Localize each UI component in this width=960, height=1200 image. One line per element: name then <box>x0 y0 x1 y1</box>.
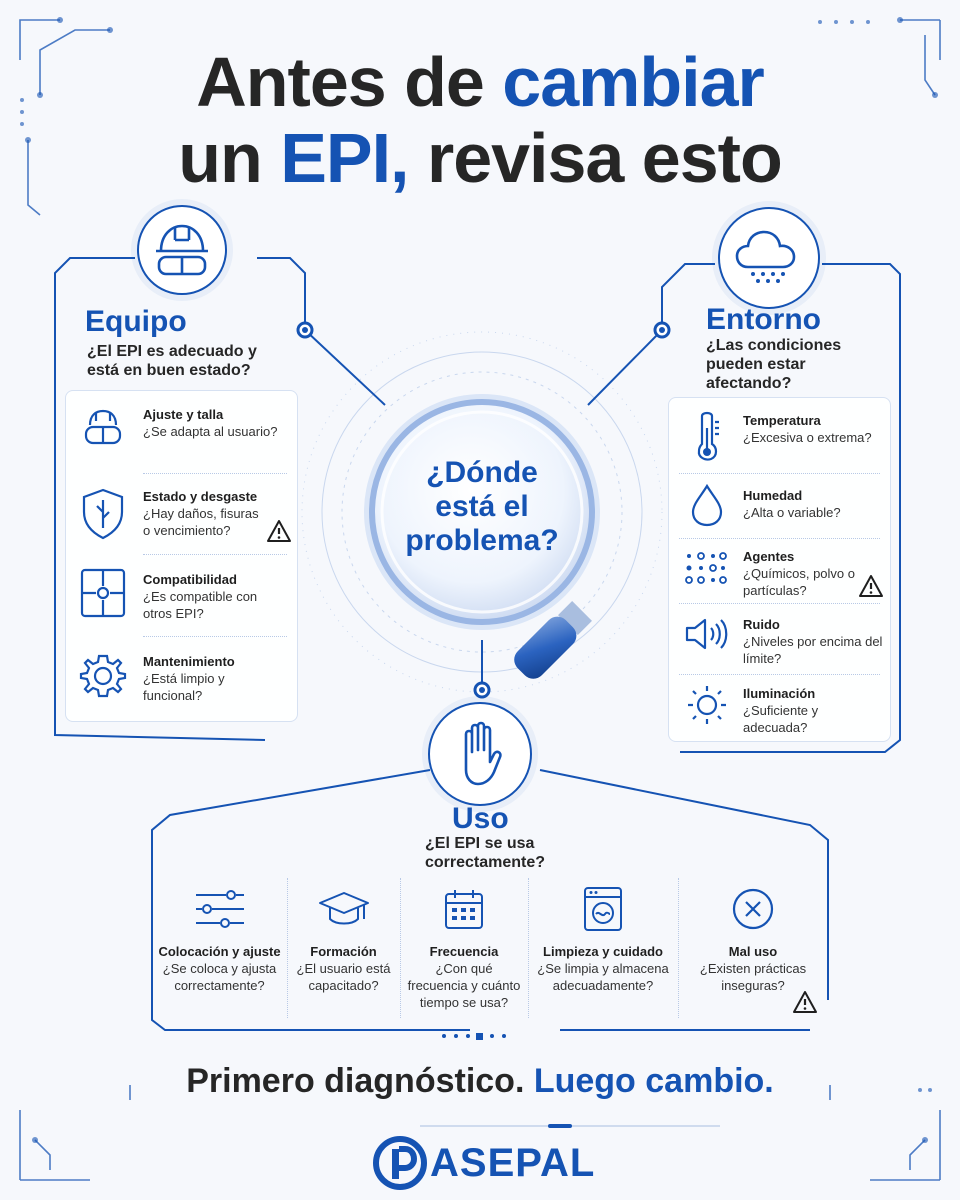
item-title: Estado y desgaste <box>143 489 258 504</box>
gear-icon <box>78 651 128 701</box>
item-title: Compatibilidad <box>143 572 237 587</box>
magnifying-glass-icon <box>364 394 600 679</box>
cloud-snow-icon <box>735 230 796 283</box>
item-title: Humedad <box>743 488 803 503</box>
sliders-icon <box>152 878 287 940</box>
item-title: Temperatura <box>743 413 821 428</box>
item-title: Iluminación <box>743 686 816 701</box>
title-line-1: Antes de cambiar <box>196 43 765 121</box>
item-title: Mantenimiento <box>143 654 235 669</box>
item-title: Limpieza y cuidado <box>543 944 663 959</box>
item-desc: ¿Químicos, polvo o partículas? <box>743 566 855 598</box>
uso-item: Mal uso ¿Existen prácticas inseguras? <box>678 878 828 994</box>
equipo-question: ¿El EPI es adecuado y está en buen estad… <box>87 343 257 379</box>
uso-item: Frecuencia ¿Con qué frecuencia y cuánto … <box>400 878 528 1011</box>
entorno-card: Temperatura ¿Excesiva o extrema? Humedad… <box>668 397 891 742</box>
item-desc: ¿Suficiente y adecuada? <box>743 703 819 735</box>
sun-icon <box>685 683 729 727</box>
helmet-icon-circle <box>137 205 227 295</box>
speaker-icon <box>683 614 729 654</box>
uso-item: Formación ¿El usuario está capacitado? <box>287 878 400 994</box>
center-question: ¿Dónde está el problema? <box>405 456 559 557</box>
item-desc: ¿Con qué frecuencia y cuánto tiempo se u… <box>407 961 521 1010</box>
calendar-icon <box>400 878 528 940</box>
uso-title: Uso <box>452 802 509 835</box>
equipo-title: Equipo <box>85 305 187 338</box>
item-desc: ¿El usuario está capacitado? <box>296 961 391 993</box>
warning-icon <box>266 519 292 543</box>
asepal-logo-text: ASEPAL <box>430 1141 596 1185</box>
item-desc: ¿Es compatible con otros EPI? <box>143 589 258 621</box>
item-desc: ¿Se limpia y almacena adecuadamente? <box>537 961 669 993</box>
item-desc: ¿Alta o variable? <box>743 505 841 520</box>
uso-row: Colocación y ajuste ¿Se coloca y ajusta … <box>152 878 828 1023</box>
item-title: Frecuencia <box>429 944 499 959</box>
item-title: Colocación y ajuste <box>158 944 281 959</box>
equipo-card: Ajuste y talla ¿Se adapta al usuario? Es… <box>65 390 298 722</box>
droplet-icon <box>689 482 725 528</box>
shield-icon <box>78 486 128 542</box>
item-desc: ¿Niveles por encima del límite? <box>743 634 883 666</box>
particles-icon <box>683 548 729 588</box>
item-desc: ¿Hay daños, fisuras o vencimiento? <box>143 506 259 538</box>
asepal-logo-icon <box>373 1136 427 1190</box>
item-title: Ruido <box>743 617 780 632</box>
item-desc: ¿Excesiva o extrema? <box>743 430 872 445</box>
x-circle-icon <box>678 878 828 940</box>
thermometer-icon <box>689 408 725 464</box>
item-desc: ¿Está limpio y funcional? <box>143 671 225 703</box>
item-desc: ¿Se adapta al usuario? <box>143 424 278 439</box>
warning-icon <box>792 990 818 1014</box>
washing-machine-icon <box>528 878 678 940</box>
warning-icon <box>858 574 884 598</box>
footer-slogan: Primero diagnóstico. Luego cambio. <box>186 1062 774 1100</box>
item-title: Mal uso <box>728 944 778 959</box>
item-desc: ¿Se coloca y ajusta correctamente? <box>162 961 277 993</box>
hand-icon-circle <box>428 702 532 806</box>
goggles-icon <box>78 403 128 453</box>
title-line-2: un EPI, revisa esto <box>178 119 783 197</box>
puzzle-icon <box>78 566 128 620</box>
helmet-icon <box>156 224 208 276</box>
asepal-logo: ASEPAL <box>372 1135 612 1191</box>
item-title: Agentes <box>743 549 795 564</box>
entorno-question: ¿Las condiciones pueden estar afectando? <box>706 337 842 392</box>
item-title: Formación <box>310 944 377 959</box>
item-desc: ¿Existen prácticas inseguras? <box>699 961 807 993</box>
cloud-icon-circle <box>718 207 820 309</box>
entorno-title: Entorno <box>706 303 821 336</box>
hand-icon <box>464 721 502 786</box>
uso-question: ¿El EPI se usa correctamente? <box>425 835 546 871</box>
uso-item: Colocación y ajuste ¿Se coloca y ajusta … <box>152 878 287 994</box>
item-title: Ajuste y talla <box>143 407 224 422</box>
graduation-cap-icon <box>287 878 400 940</box>
uso-item: Limpieza y cuidado ¿Se limpia y almacena… <box>528 878 678 994</box>
